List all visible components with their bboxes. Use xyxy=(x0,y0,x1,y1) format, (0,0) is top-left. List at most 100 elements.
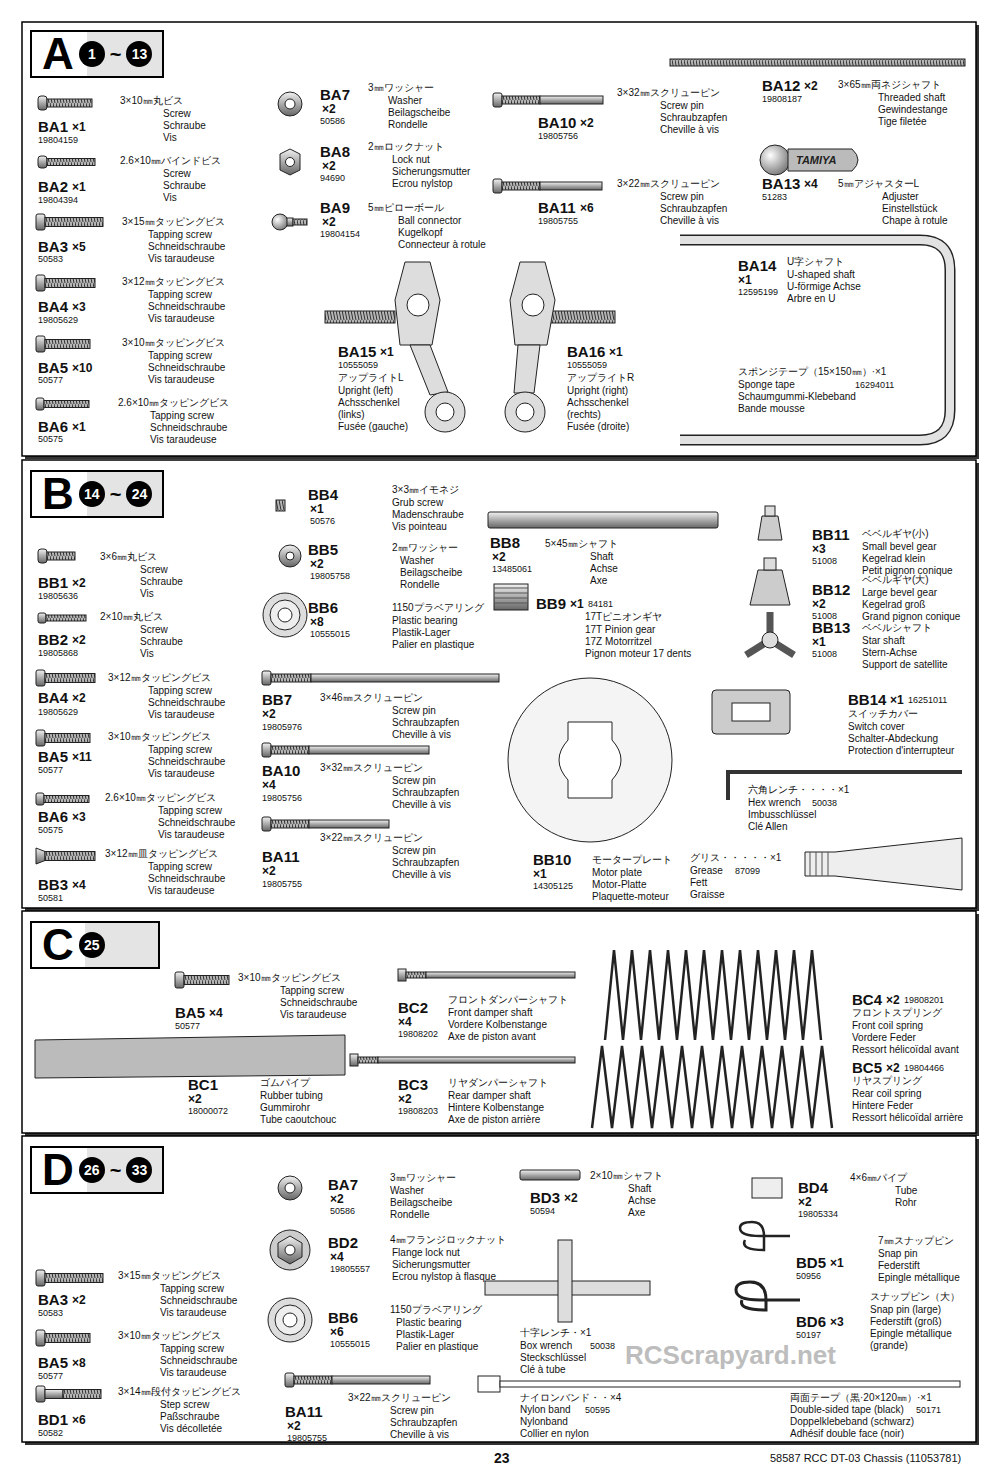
part-code: BA16 xyxy=(567,343,605,361)
part-number: 19805756 xyxy=(538,131,578,142)
part-code: BA11 xyxy=(262,848,300,866)
part-name: Sponge tape xyxy=(738,379,795,391)
part-name: Schneidschraube xyxy=(148,756,225,768)
adjuster-u-shaft xyxy=(680,145,950,440)
part-number: 19805755 xyxy=(538,216,578,227)
part-name: Paßschraube xyxy=(160,1411,219,1423)
part-name-jp: 3×22㎜スクリューピン xyxy=(617,178,720,190)
part-code: BA3 xyxy=(38,238,68,256)
part-number: 19804159 xyxy=(38,135,78,146)
part-name: Vis taraudeuse xyxy=(148,768,215,780)
part-number: 16251011 xyxy=(908,695,947,706)
part-number: 50594 xyxy=(530,1206,555,1217)
part-number: 94690 xyxy=(320,173,345,184)
part-name: Axe de piston avant xyxy=(448,1031,536,1043)
part-name: 17T Pinion gear xyxy=(585,624,655,636)
part-name: Axe xyxy=(628,1207,645,1219)
step-range-sign: ~ xyxy=(110,41,122,67)
quantity: ×2 xyxy=(798,1195,812,1209)
part-number: 19805755 xyxy=(262,879,302,890)
part-name: Kegelrad groß xyxy=(862,599,925,611)
part-code: BA5 xyxy=(38,748,68,766)
part-name: Connecteur à rotule xyxy=(398,239,486,251)
part-number: 19805756 xyxy=(262,793,302,804)
part-name-jp: 3×12㎜タッピングビス xyxy=(122,276,225,288)
part-code: BD2 xyxy=(328,1234,358,1252)
tools-pins xyxy=(478,1222,960,1392)
quantity: ×11 xyxy=(72,750,92,764)
part-number: 50583 xyxy=(38,1308,63,1319)
quantity: ×1 xyxy=(533,867,547,881)
part-name: Graisse xyxy=(690,889,724,901)
part-name-jp: 3×14㎜段付タッピングビス xyxy=(118,1386,241,1398)
quantity: ×2 xyxy=(492,550,506,564)
quantity: ×2 xyxy=(310,557,324,571)
part-number: 50581 xyxy=(38,893,63,904)
part-name: Schraubzapfen xyxy=(392,857,459,869)
part-name: Ressort hélicoïdal arrière xyxy=(852,1112,963,1124)
part-code: BA10 xyxy=(538,114,576,132)
part-code: BA15 xyxy=(338,343,376,361)
part-number: 50577 xyxy=(38,375,63,386)
quantity: ×5 xyxy=(72,240,86,254)
part-name-jp: スナップピン（大） xyxy=(870,1291,960,1303)
part-code: BA2 xyxy=(38,178,68,196)
part-name: Sicherungsmutter xyxy=(392,1259,470,1271)
part-number: 19805629 xyxy=(38,315,78,326)
part-name-jp: 17Tピニオンギヤ xyxy=(585,611,662,623)
part-code: BC4 xyxy=(852,991,882,1009)
washers-nuts xyxy=(263,92,312,1342)
part-name: Tube caoutchouc xyxy=(260,1114,336,1126)
section-letter: C xyxy=(42,922,74,968)
part-name: Schraube xyxy=(140,636,183,648)
part-name: Rear damper shaft xyxy=(448,1090,531,1102)
part-name: Rohr xyxy=(895,1197,917,1209)
quantity: ×1 xyxy=(738,273,752,287)
part-number: 19804466 xyxy=(904,1063,944,1074)
part-name: Screw pin xyxy=(390,1405,434,1417)
part-number: 19805636 xyxy=(38,591,78,602)
part-number: 19804394 xyxy=(38,195,78,206)
part-name: Upright (left) xyxy=(338,385,393,397)
part-name: Vordere Kolbenstange xyxy=(448,1019,547,1031)
quantity: ×4 xyxy=(209,1006,223,1020)
quantity: ×6 xyxy=(580,201,594,215)
part-name-jp: 2×10㎜シャフト xyxy=(590,1170,663,1182)
part-name: Tapping screw xyxy=(148,289,212,301)
part-name-jp: 3×22㎜スクリューピン xyxy=(320,832,423,844)
part-name-jp: 3×12㎜タッピングビス xyxy=(108,672,211,684)
part-name: Schraubzapfen xyxy=(390,1417,457,1429)
quantity: ×1 xyxy=(890,693,904,707)
quantity: ×2 xyxy=(322,159,336,173)
quantity: ×3 xyxy=(72,810,86,824)
part-code: BA5 xyxy=(38,359,68,377)
part-code: BA12 xyxy=(762,77,800,95)
part-name: Snap pin xyxy=(878,1248,917,1260)
step-number: 25 xyxy=(79,932,105,958)
quantity: ×2 xyxy=(72,691,86,705)
part-name: Beilagscheibe xyxy=(388,107,450,119)
part-code: BA3 xyxy=(38,1291,68,1309)
part-name: Motor-Platte xyxy=(592,879,646,891)
quantity: ×2 xyxy=(72,633,86,647)
part-name-jp: 1150プラベアリング xyxy=(392,602,484,614)
part-name: Support de satellite xyxy=(862,659,948,671)
watermark: RCScrapyard.net xyxy=(625,1340,836,1371)
part-code: BA5 xyxy=(175,1004,205,1022)
section-header: B14~24 xyxy=(30,470,164,518)
part-name: Upright (right) xyxy=(567,385,628,397)
part-code: BD5 xyxy=(796,1254,826,1272)
part-code: BB8 xyxy=(490,534,520,552)
part-name-jp: モータープレート xyxy=(592,854,672,866)
quantity: ×2 xyxy=(188,1092,202,1106)
part-name-jp: アップライトR xyxy=(567,372,634,384)
part-name: Plastic bearing xyxy=(392,615,458,627)
part-name: Screw pin xyxy=(660,191,704,203)
part-number: 51008 xyxy=(812,649,837,660)
part-name: Plastik-Lager xyxy=(396,1329,454,1341)
part-number: 13485061 xyxy=(492,564,532,575)
part-name: Cheville à vis xyxy=(392,869,451,881)
part-number: 50197 xyxy=(796,1330,821,1341)
part-number: 50956 xyxy=(796,1271,821,1282)
